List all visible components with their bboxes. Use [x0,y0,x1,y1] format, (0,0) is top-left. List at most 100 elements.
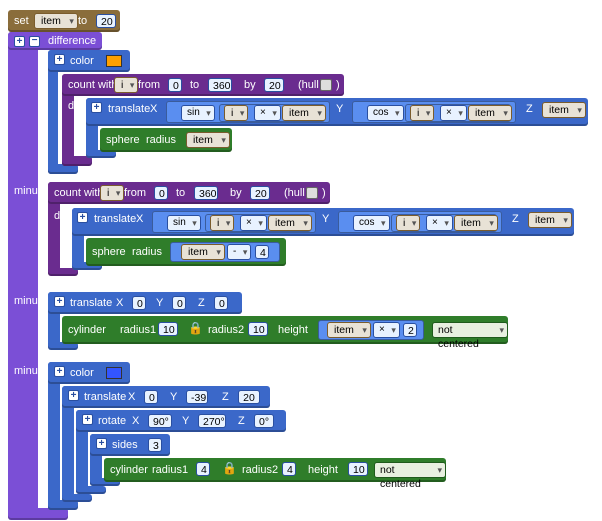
sin-expression[interactable]: sin i × item [166,101,330,123]
to-field[interactable]: 360 [194,186,218,200]
sin-expression[interactable]: sin i × item [152,211,316,233]
center-dropdown[interactable]: not centered [432,322,508,350]
add-icon[interactable]: + [96,438,107,449]
radius2-label: radius2 [208,324,245,336]
count-with-block-2[interactable] [48,182,60,274]
remove-icon[interactable]: − [29,36,40,47]
times-op[interactable]: × [373,322,400,338]
by-field[interactable]: 20 [250,186,270,200]
sin-dropdown[interactable]: sin [181,105,215,121]
add-icon[interactable]: + [54,54,65,65]
add-icon[interactable]: + [77,212,88,223]
color-header-2: + color [48,362,130,384]
to-field[interactable]: 360 [208,78,232,92]
loop-var-dropdown[interactable]: i [100,185,125,201]
add-icon[interactable]: + [54,366,65,377]
multiply-expression[interactable]: item × 2 [318,320,424,340]
times-op[interactable]: × [240,215,267,231]
add-icon[interactable]: + [68,390,79,401]
radius1-field[interactable]: 4 [196,462,210,476]
item-var[interactable]: item [268,215,312,231]
item-var[interactable]: item [181,244,225,260]
add-icon[interactable]: + [54,296,65,307]
difference-block[interactable] [8,32,38,518]
y-field[interactable]: 0 [172,296,186,310]
cylinder-block-2[interactable]: cylinder radius1 4 🔒 radius2 4 height 10… [104,458,446,490]
color-label: color [70,55,94,67]
height-mult-field[interactable]: 2 [403,323,417,337]
z-field[interactable]: 0 [214,296,228,310]
lock-icon[interactable]: 🔒 [222,461,237,475]
sphere-block-2[interactable]: sphere radius item - 4 [86,238,286,266]
multiply-expression[interactable]: i × item [205,214,312,232]
color-header-1: + color [48,50,130,72]
multiply-expression[interactable]: i × item [219,104,326,122]
x-field[interactable]: 0 [132,296,146,310]
lock-icon[interactable]: 🔒 [188,321,203,335]
hull-checkbox[interactable] [320,79,332,91]
y-field[interactable]: 270° [198,414,226,428]
loop-var-dropdown[interactable]: i [114,77,139,93]
by-field[interactable]: 20 [264,78,284,92]
cos-expression[interactable]: cos i × item [338,211,502,233]
sin-dropdown[interactable]: sin [167,215,201,231]
translate-label: translate [70,297,113,309]
translate-block-4[interactable] [62,386,74,500]
color-block-2[interactable] [48,362,60,510]
item-var[interactable]: item [542,102,586,118]
subtract-expression[interactable]: item - 4 [170,242,280,262]
cos-expression[interactable]: cos i × item [352,101,516,123]
add-icon[interactable]: + [91,102,102,113]
item-var[interactable]: item [282,105,326,121]
add-icon[interactable]: + [82,414,93,425]
times-op[interactable]: × [440,105,467,121]
item-var[interactable]: item [454,215,498,231]
item-var[interactable]: item [528,212,572,228]
minus-op[interactable]: - [227,244,252,260]
color-swatch[interactable] [106,55,122,67]
item-var[interactable]: item [468,105,512,121]
add-icon[interactable]: + [14,36,25,47]
item-var[interactable]: item [327,322,371,338]
color-block-1[interactable] [48,50,58,174]
center-dropdown[interactable]: not centered [374,462,446,490]
translate-footer-3 [48,342,78,350]
x-label: X [150,103,158,115]
count-with-block-1[interactable] [62,74,74,166]
i-var[interactable]: i [224,105,249,121]
y-field[interactable]: -39 [186,390,208,404]
multiply-expression[interactable]: i × item [391,214,498,232]
x-field[interactable]: 0 [144,390,158,404]
hull-close: ) [336,79,340,91]
hull-checkbox[interactable] [306,187,318,199]
value-field[interactable]: 4 [255,245,269,259]
from-field[interactable]: 0 [168,78,182,92]
sphere-block-1[interactable]: sphere radius item [100,128,232,152]
cos-dropdown[interactable]: cos [367,105,404,121]
sides-field[interactable]: 3 [148,438,162,452]
i-var[interactable]: i [396,215,421,231]
color-swatch[interactable] [106,367,122,379]
cos-dropdown[interactable]: cos [353,215,390,231]
sides-footer [90,478,120,486]
multiply-expression[interactable]: i × item [405,104,512,122]
times-op[interactable]: × [426,215,453,231]
height-field[interactable]: 10 [348,462,368,476]
set-value-field[interactable]: 20 [96,14,116,28]
radius2-field[interactable]: 10 [248,322,268,336]
radius1-field[interactable]: 10 [158,322,178,336]
radius2-field[interactable]: 4 [282,462,296,476]
cylinder-label: cylinder [110,464,148,476]
cylinder-block-1[interactable]: cylinder radius1 10 🔒 radius2 10 height … [62,316,508,350]
set-variable-block[interactable]: set item to 20 [8,10,120,32]
item-var[interactable]: item [186,132,230,148]
x-field[interactable]: 90° [148,414,172,428]
from-field[interactable]: 0 [154,186,168,200]
z-field[interactable]: 20 [238,390,260,404]
variable-dropdown[interactable]: item [34,13,78,29]
times-op[interactable]: × [254,105,281,121]
i-var[interactable]: i [210,215,235,231]
z-field[interactable]: 0° [254,414,274,428]
i-var[interactable]: i [410,105,435,121]
hull-label: (hull [298,79,319,91]
